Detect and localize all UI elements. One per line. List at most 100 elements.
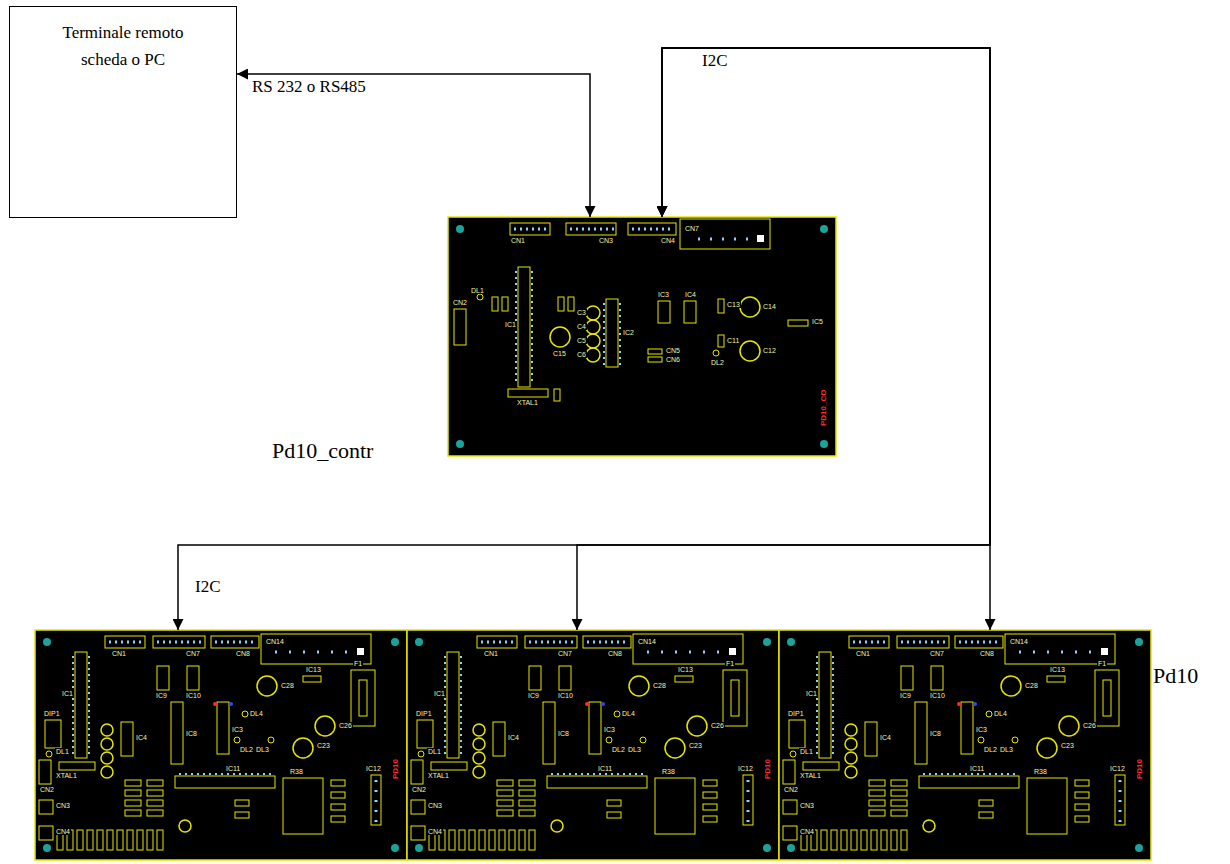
part-designator: IC4	[135, 734, 148, 741]
part-designator: C28	[280, 682, 295, 689]
part-designator: IC3	[231, 726, 244, 733]
part-designator: C4	[576, 323, 587, 330]
part-designator: CN6	[665, 356, 681, 363]
part-designator: CN4	[427, 828, 443, 835]
part-designator: IC4	[879, 734, 892, 741]
part-designator: CN1	[483, 650, 499, 657]
part-designator: CN8	[607, 650, 623, 657]
pd10-board: CN1CN7CN8CN14IC1XTAL1DIP1CN2CN3CN4IC9IC1…	[779, 630, 1151, 860]
bus-connector	[237, 74, 590, 217]
part-designator: C6	[576, 351, 587, 358]
part-designator: XTAL1	[427, 772, 450, 779]
part-designator: C28	[652, 682, 667, 689]
part-designator: C26	[1082, 722, 1097, 729]
part-designator: IC12	[737, 765, 754, 772]
part-designator: IC1	[805, 690, 818, 697]
part-designator: IC3	[603, 726, 616, 733]
part-designator: F1	[1097, 660, 1107, 667]
part-designator: DIP1	[415, 710, 433, 717]
part-designator: C5	[576, 337, 587, 344]
box-label: Terminale remoto scheda o PC	[53, 19, 193, 73]
part-designator: CN14	[637, 638, 657, 645]
part-designator: CN4	[799, 828, 815, 835]
part-designator: IC9	[527, 692, 540, 699]
part-designator: DL1	[799, 748, 814, 755]
part-designator: C23	[316, 742, 331, 749]
pd10-board-art	[407, 630, 779, 860]
pd10-board: CN1CN7CN8CN14IC1XTAL1DIP1CN2CN3CN4IC9IC1…	[407, 630, 779, 860]
part-designator: DL3	[255, 746, 270, 753]
part-designator: DL3	[999, 746, 1014, 753]
part-designator: DL2	[710, 359, 725, 366]
bus-connector	[577, 48, 990, 630]
part-designator: F1	[725, 660, 735, 667]
part-designator: CN14	[265, 638, 285, 645]
part-designator: C14	[762, 303, 777, 310]
board-marking: PD10	[1136, 758, 1144, 780]
part-designator: C12	[762, 347, 777, 354]
part-designator: IC9	[155, 692, 168, 699]
part-designator: CN3	[799, 802, 815, 809]
part-designator: CN5	[665, 347, 681, 354]
bus-connector	[662, 48, 990, 630]
part-designator: C23	[688, 742, 703, 749]
part-designator: DL2	[239, 746, 254, 753]
part-designator: IC5	[811, 318, 824, 325]
part-designator: CN14	[1009, 638, 1029, 645]
part-designator: CN7	[929, 650, 945, 657]
pd10-board: CN1CN7CN8CN14IC1XTAL1DIP1CN2CN3CN4IC9IC1…	[35, 630, 407, 860]
part-designator: CN1	[111, 650, 127, 657]
part-designator: IC10	[557, 692, 574, 699]
part-designator: IC11	[225, 765, 241, 772]
part-designator: IC4	[684, 291, 697, 298]
part-designator: DL1	[470, 287, 485, 294]
part-designator: XTAL1	[799, 772, 822, 779]
part-designator: CN8	[979, 650, 995, 657]
signal-label: I2C	[193, 578, 223, 597]
part-designator: CN2	[452, 299, 468, 306]
part-designator: DL2	[983, 746, 998, 753]
part-designator: CN7	[684, 225, 700, 232]
part-designator: C11	[726, 337, 740, 344]
part-designator: IC8	[929, 730, 942, 737]
board-name: Pd10	[1153, 664, 1198, 688]
part-designator: C15	[552, 350, 567, 357]
part-designator: CN3	[598, 237, 614, 244]
part-designator: DIP1	[787, 710, 805, 717]
part-designator: DL1	[427, 748, 442, 755]
controller-board: Pd10_contrCN1CN3CN4CN7CN2IC1XTAL1IC2IC3I…	[448, 217, 836, 456]
bus-connector	[178, 48, 990, 630]
part-designator: DL2	[611, 746, 626, 753]
board-marking: PD10	[764, 758, 772, 780]
part-designator: DL4	[621, 710, 636, 717]
part-designator: CN2	[411, 786, 427, 793]
part-designator: C13	[726, 301, 741, 308]
pd10-board-art	[779, 630, 1151, 860]
part-designator: IC9	[899, 692, 912, 699]
part-designator: DIP1	[43, 710, 61, 717]
part-designator: IC12	[365, 765, 382, 772]
part-designator: IC3	[975, 726, 988, 733]
part-designator: CN4	[660, 237, 676, 244]
part-designator: DL1	[55, 748, 70, 755]
part-designator: IC11	[597, 765, 613, 772]
pd10-board-art	[35, 630, 407, 860]
signal-label: RS 232 o RS485	[250, 78, 368, 97]
part-designator: F1	[353, 660, 363, 667]
part-designator: IC3	[657, 291, 670, 298]
part-designator: CN4	[55, 828, 71, 835]
part-designator: CN7	[185, 650, 201, 657]
part-designator: IC10	[185, 692, 202, 699]
controller-board-art	[448, 217, 836, 456]
part-designator: IC10	[929, 692, 946, 699]
part-designator: R38	[289, 768, 304, 775]
part-designator: IC1	[504, 321, 517, 328]
part-designator: IC8	[185, 730, 198, 737]
part-designator: CN2	[39, 786, 55, 793]
part-designator: IC8	[557, 730, 570, 737]
part-designator: IC4	[507, 734, 520, 741]
part-designator: CN2	[783, 786, 799, 793]
part-designator: IC1	[433, 690, 446, 697]
board-marking: PD10_CO	[820, 389, 828, 427]
